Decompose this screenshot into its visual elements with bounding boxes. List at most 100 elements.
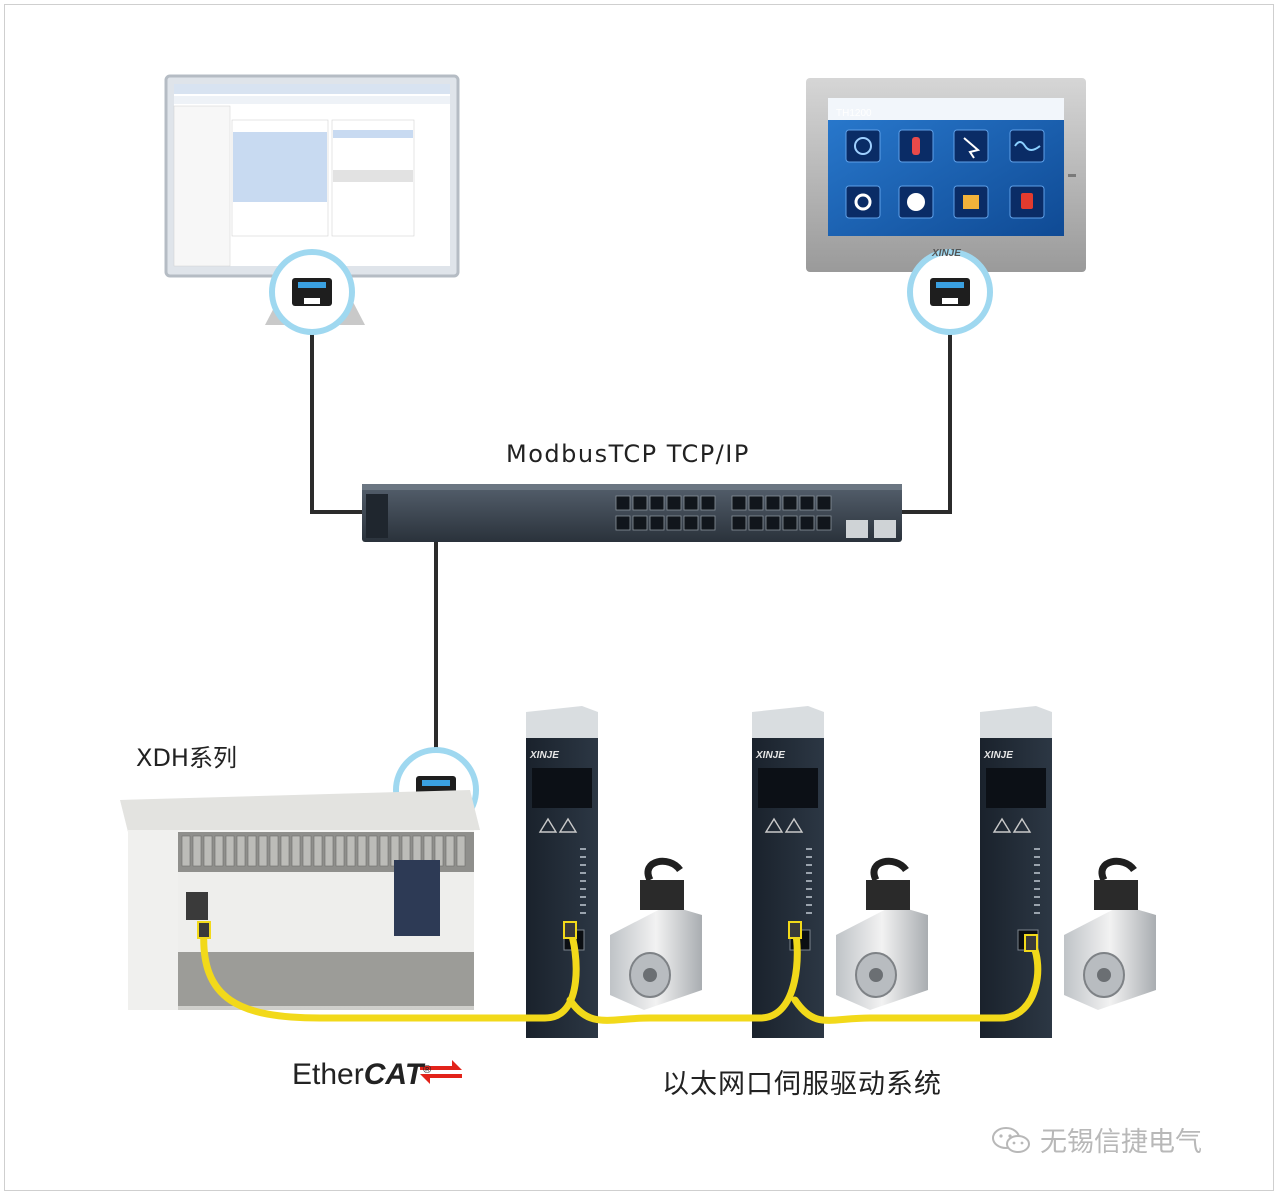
plc-terminal xyxy=(259,836,267,866)
servo-brand-label-2: XINJE xyxy=(756,750,785,761)
drive-led xyxy=(1034,856,1040,858)
motor-cable xyxy=(1102,861,1134,880)
plc-terminal xyxy=(369,836,377,866)
plc-terminal xyxy=(347,836,355,866)
plc-terminal xyxy=(457,836,465,866)
drive-led xyxy=(580,864,586,866)
ethercat-registered-mark: ® xyxy=(423,1064,431,1076)
plc-terminal xyxy=(193,836,201,866)
drive-led xyxy=(1034,848,1040,850)
switch-port xyxy=(783,516,797,530)
servo-brand-label-1: XINJE xyxy=(530,750,559,761)
plc-terminal xyxy=(292,836,300,866)
drive-led xyxy=(1034,904,1040,906)
port-latch xyxy=(304,298,320,304)
plc-terminal xyxy=(215,836,223,866)
switch-port xyxy=(766,516,780,530)
switch-port xyxy=(633,496,647,510)
drive-led xyxy=(806,912,812,914)
plc-terminal xyxy=(380,836,388,866)
drive-display xyxy=(532,768,592,808)
plc-terminal xyxy=(303,836,311,866)
plc-terminal xyxy=(182,836,190,866)
port-pins xyxy=(298,282,326,288)
rj45-port-icon xyxy=(910,252,990,332)
switch-port xyxy=(800,496,814,510)
switch-port xyxy=(684,496,698,510)
drive-top-vent xyxy=(752,706,824,738)
hmi-brand-label: XINJE xyxy=(932,248,961,259)
switch-port xyxy=(616,496,630,510)
switch-port xyxy=(667,516,681,530)
switch-port xyxy=(650,496,664,510)
drive-led xyxy=(806,864,812,866)
motor-encoder xyxy=(866,880,910,910)
drive-led xyxy=(580,888,586,890)
drive-led xyxy=(580,872,586,874)
drive-led xyxy=(806,880,812,882)
port-pins xyxy=(422,780,450,786)
switch-port xyxy=(701,516,715,530)
switch-port xyxy=(817,516,831,530)
drive-led xyxy=(806,896,812,898)
switch-port xyxy=(650,516,664,530)
drive-led xyxy=(580,880,586,882)
plc-terminal xyxy=(446,836,454,866)
plc-terminal xyxy=(226,836,234,866)
hmi-model-label: TH1200 xyxy=(836,108,872,119)
motor-shaft xyxy=(1097,968,1111,982)
drive-led xyxy=(806,872,812,874)
drive-led xyxy=(580,856,586,858)
drive-led xyxy=(580,912,586,914)
ethercat-logo-prefix: Ether xyxy=(292,1058,364,1091)
switch-port xyxy=(766,496,780,510)
switch-port xyxy=(667,496,681,510)
drive-led xyxy=(580,848,586,850)
plc-series-label: XDH系列 xyxy=(136,738,237,773)
rj45-port-icon xyxy=(272,252,352,332)
switch-port xyxy=(817,496,831,510)
servo-system-label: 以太网口伺服驱动系统 xyxy=(662,1062,942,1101)
port-pins xyxy=(936,282,964,288)
plc-terminal xyxy=(281,836,289,866)
ethercat-logo: EtherCAT® xyxy=(292,1058,431,1092)
xdh-plc xyxy=(120,790,480,1010)
drive-display xyxy=(758,768,818,808)
drive-led xyxy=(1034,912,1040,914)
servo-brand-label-3: XINJE xyxy=(984,750,1013,761)
ethercat-logo-bold: CAT xyxy=(364,1058,423,1091)
network-cables xyxy=(312,330,950,760)
network-protocol-label: ModbusTCP TCP/IP xyxy=(506,440,750,468)
drive-led xyxy=(806,904,812,906)
drive-led xyxy=(1034,880,1040,882)
drive-led xyxy=(1034,864,1040,866)
motor-cable xyxy=(648,861,680,880)
switch-port xyxy=(749,496,763,510)
motor-cable xyxy=(874,861,906,880)
cable-pc-to-switch xyxy=(312,330,362,512)
watermark-text: 无锡信捷电气 xyxy=(1040,1120,1202,1159)
servo-units xyxy=(526,706,1156,1038)
switch-port xyxy=(684,516,698,530)
motor-encoder xyxy=(1094,880,1138,910)
drive-led xyxy=(806,856,812,858)
switch-port xyxy=(783,496,797,510)
plc-terminal xyxy=(270,836,278,866)
drive-led xyxy=(1034,872,1040,874)
plc-terminal xyxy=(237,836,245,866)
plc-terminal xyxy=(204,836,212,866)
drive-led xyxy=(1034,896,1040,898)
drive-led xyxy=(806,888,812,890)
motor-shaft xyxy=(869,968,883,982)
cable-hmi-to-switch xyxy=(900,330,950,512)
plc-terminal xyxy=(314,836,322,866)
switch-port xyxy=(732,496,746,510)
switch-port xyxy=(732,516,746,530)
drive-display xyxy=(986,768,1046,808)
drive-top-vent xyxy=(526,706,598,738)
switch-port xyxy=(633,516,647,530)
switch-port xyxy=(616,516,630,530)
plc-terminal xyxy=(358,836,366,866)
drive-led xyxy=(580,904,586,906)
